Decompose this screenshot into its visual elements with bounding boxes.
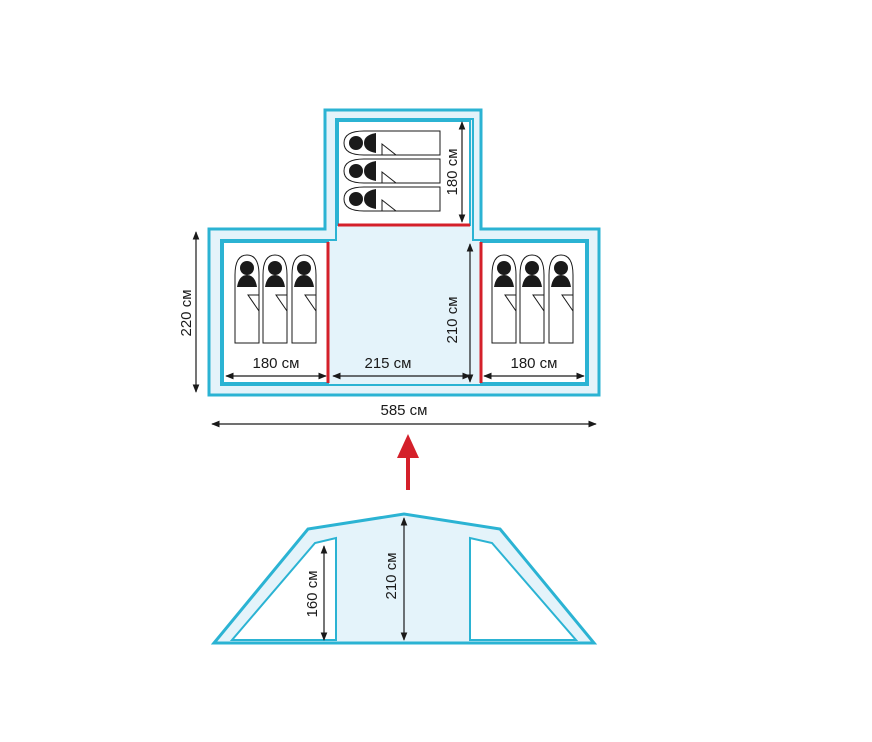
arrow-up-icon <box>397 434 419 490</box>
left-bedroom-width-label: 180 см <box>252 355 299 372</box>
sleeping-bag-person-icon <box>291 254 317 344</box>
left-bedroom-depth-label: 220 см <box>178 289 195 336</box>
sleeping-bag-person-icon <box>262 254 288 344</box>
sleeping-bag-person-icon <box>234 254 260 344</box>
sleeping-bag-person-icon <box>343 130 441 156</box>
center-height-label: 210 см <box>383 552 400 599</box>
left-inner-tent <box>229 536 337 641</box>
sleeping-bag-person-icon <box>548 254 574 344</box>
tent-cross-section: 160 см 210 см <box>210 512 598 645</box>
top-bedroom-width-label: 180 см <box>444 148 461 195</box>
sleeping-bag-person-icon <box>343 158 441 184</box>
vestibule-width-label: 215 см <box>364 355 411 372</box>
total-width-label: 585 см <box>380 402 427 419</box>
right-inner-tent <box>469 536 579 641</box>
right-bedroom-width-label: 180 см <box>510 355 557 372</box>
sleeping-bag-person-icon <box>519 254 545 344</box>
side-height-label: 160 см <box>304 570 321 617</box>
sleeping-bag-person-icon <box>343 186 441 212</box>
vestibule-depth-label: 210 см <box>444 296 461 343</box>
sleeping-bag-person-icon <box>491 254 517 344</box>
floor-plan: 180 см 180 см 180 см 215 см 210 см 220 с… <box>178 108 601 428</box>
